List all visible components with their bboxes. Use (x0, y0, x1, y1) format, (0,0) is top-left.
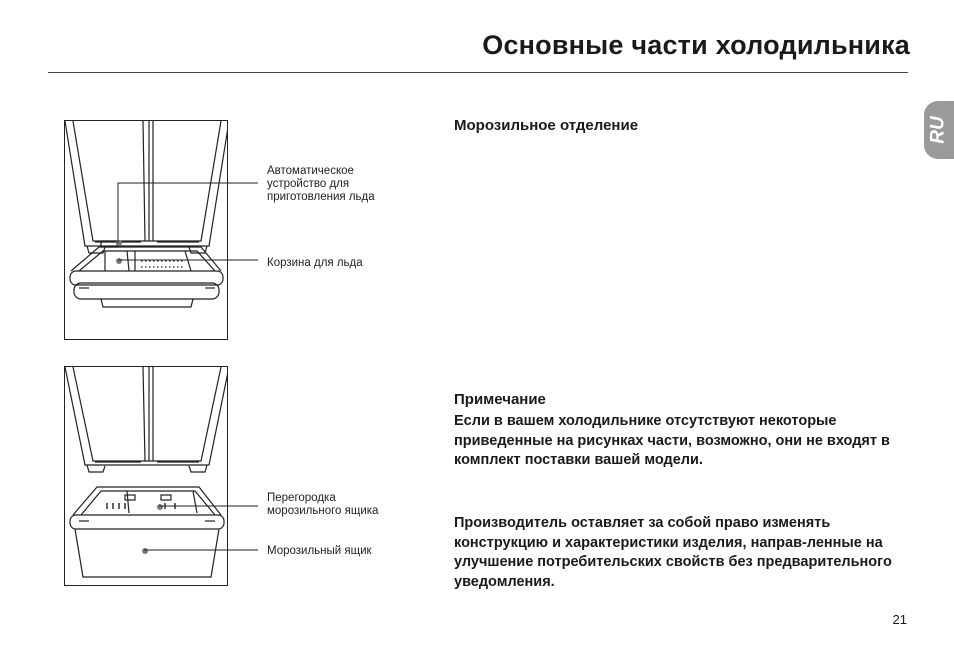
freezer-section-heading: Морозильное отделение (454, 117, 639, 134)
label-freezer-drawer: Морозильный ящик (267, 545, 372, 557)
note-heading: Примечание (454, 391, 546, 408)
language-tab: RU (924, 101, 954, 159)
title-divider (48, 72, 908, 73)
fridge-drawer-drawing (65, 367, 227, 578)
freezer-drawer-illustration (64, 366, 228, 586)
page-title: Основные части холодильника (482, 30, 910, 60)
disclaimer-text: Производитель оставляет за собой право и… (454, 515, 892, 590)
language-tab-label: RU (927, 116, 949, 144)
note-body: Если в вашем холодильнике отсутствуют не… (454, 413, 890, 468)
page-number: 21 (892, 612, 907, 627)
fridge-ice-drawing (65, 121, 227, 308)
label-ice-maker: Автоматическое устройство для приготовле… (267, 165, 375, 203)
freezer-ice-illustration (64, 120, 228, 340)
label-ice-bin: Корзина для льда (267, 257, 363, 269)
label-freezer-divider: Перегородка морозильного ящика (267, 492, 379, 517)
